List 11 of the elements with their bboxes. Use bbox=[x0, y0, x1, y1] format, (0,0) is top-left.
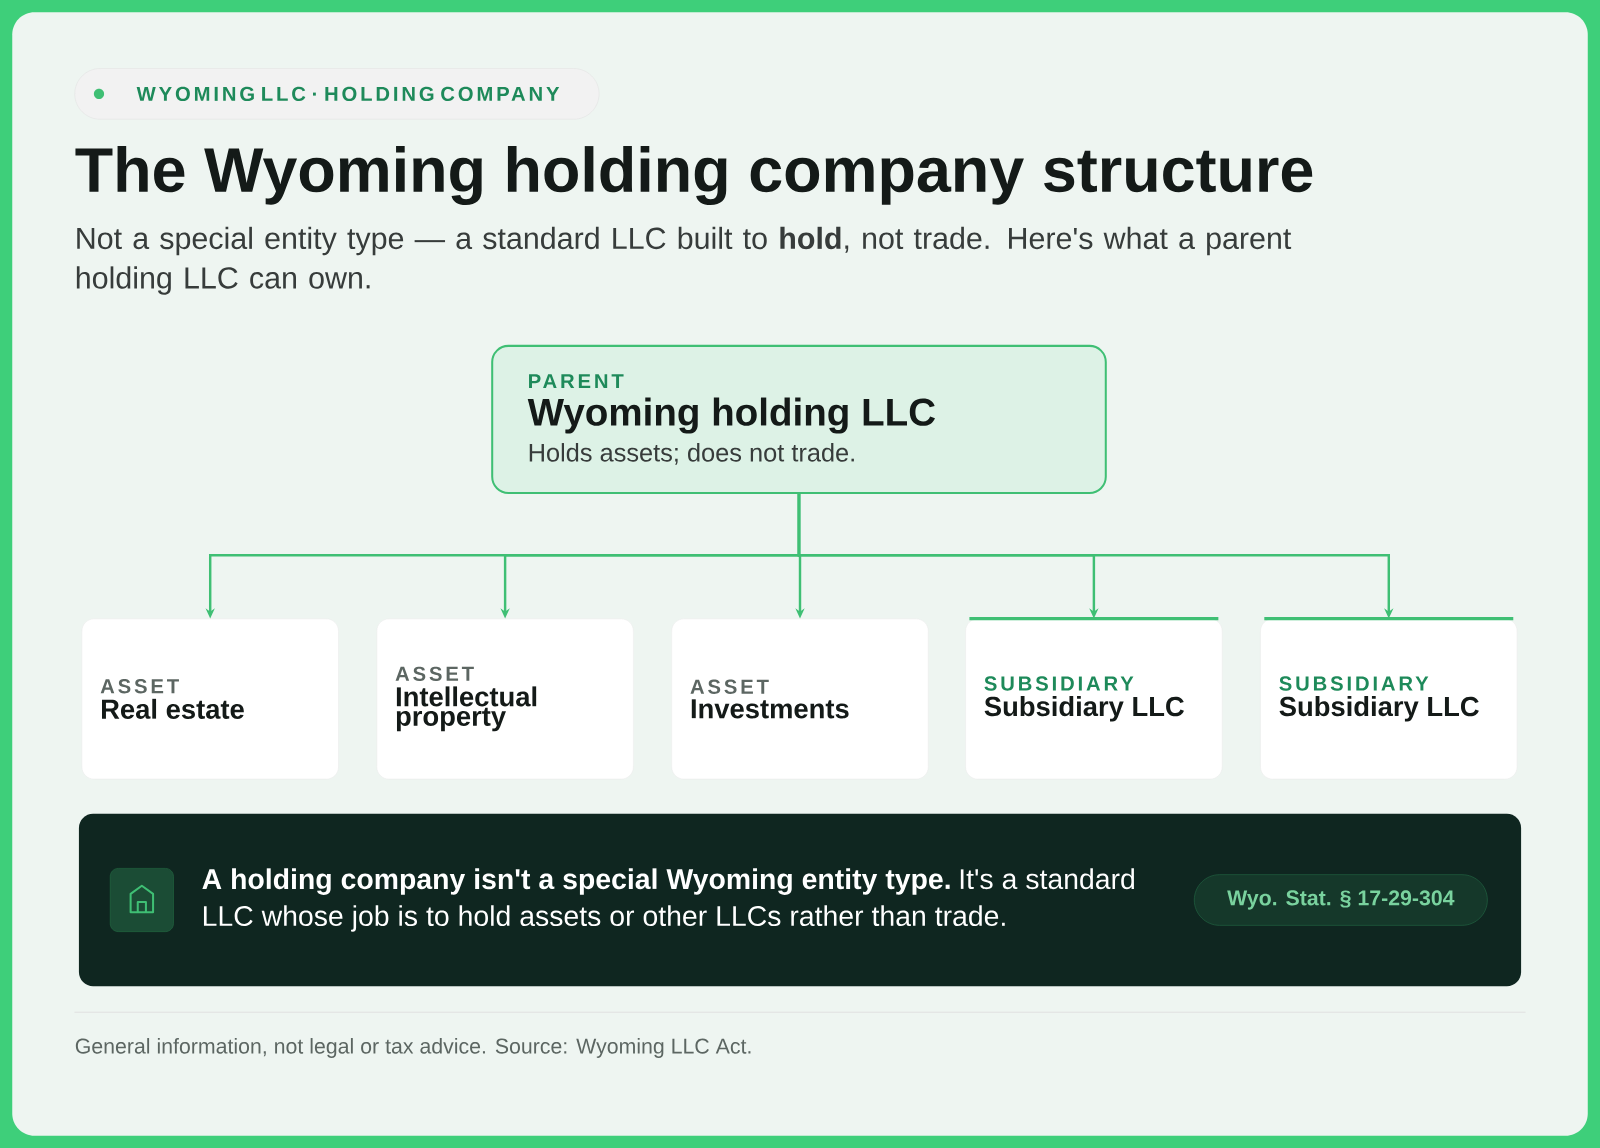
parent-box: PARENT Wyoming holding LLC Holds assets; does not trade. bbox=[491, 344, 1107, 494]
subsidiary-card: SUBSIDIARY Subsidiary LLC bbox=[965, 617, 1223, 780]
citation-badge: Wyo. Stat. § 17-29-304 bbox=[1194, 874, 1488, 926]
disclaimer: General information, not legal or tax advice. Source: Wyoming LLC Act. bbox=[75, 1038, 751, 1058]
subtitle: Not a special entity type — a standard LLC built to hold, not trade. Here's what a parent holding LLC can own. bbox=[76, 226, 1292, 295]
title: The Wyoming holding company structure bbox=[75, 146, 1313, 205]
asset-card: ASSET Real estate bbox=[81, 618, 339, 780]
asset-card: ASSET Intellectual property bbox=[376, 618, 634, 780]
asset-card: ASSET Investments bbox=[671, 618, 929, 780]
category-pill: WYOMING LLC · HOLDING COMPANY bbox=[74, 68, 600, 120]
subsidiary-card: SUBSIDIARY Subsidiary LLC bbox=[1260, 617, 1518, 780]
